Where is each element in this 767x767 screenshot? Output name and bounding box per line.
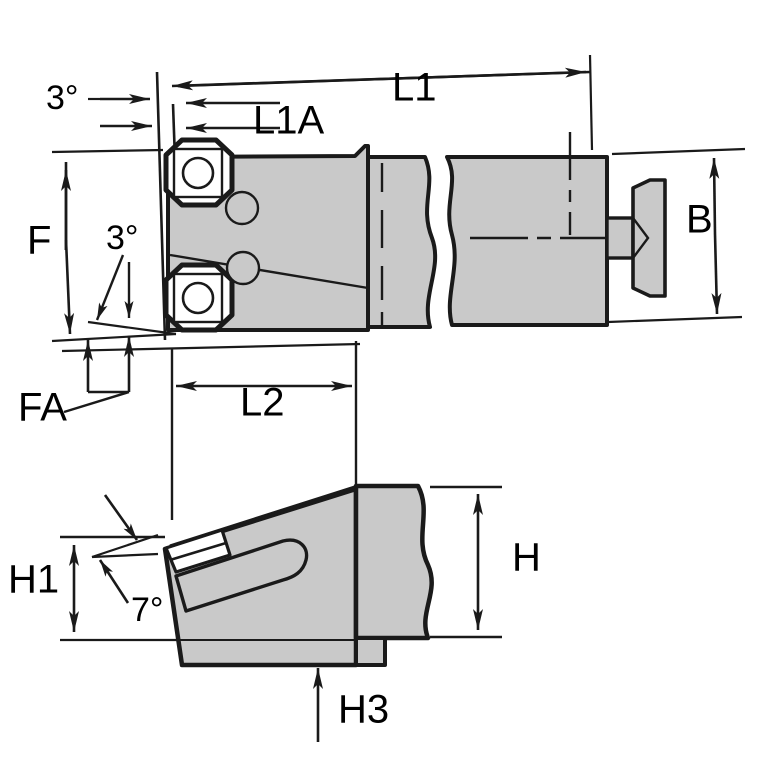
angle-3deg-middle-leaders (87, 254, 177, 336)
angle-7deg-leader-a (103, 494, 139, 541)
shank-right-segment (445, 155, 609, 327)
dimension-B (709, 157, 722, 315)
body-hole-upper (224, 190, 260, 226)
angle-3deg-wedge-upper (87, 320, 177, 336)
label-dim-H: H (512, 536, 541, 580)
side-shank-segment (353, 483, 434, 641)
insert-upper-screw-hole (181, 156, 215, 190)
angle-7deg-leaders (91, 494, 159, 604)
body-hole-lower (225, 250, 261, 286)
label-dim-F: F (27, 219, 51, 263)
top-view-group (51, 54, 746, 520)
witness-f-top (51, 148, 164, 154)
dimension-FA-leader-base (63, 390, 130, 414)
label-dim-L1: L1 (392, 66, 437, 110)
side-shank-step (354, 636, 387, 667)
angle-7deg-wedge-lower (91, 552, 159, 559)
witness-l1-right (588, 54, 594, 151)
label-angle-7-side: 7° (131, 591, 164, 629)
witness-fa-bottom (61, 342, 361, 353)
dimension-FA-leaders (63, 336, 134, 414)
side-view-group (60, 483, 502, 742)
side-insert-seat-divider (169, 541, 227, 562)
clamp-screw-head-chamfer (632, 217, 650, 259)
dimension-L1A (88, 94, 280, 133)
label-dim-H3: H3 (338, 688, 389, 732)
label-dim-B: B (686, 198, 713, 242)
top-view-body (163, 132, 667, 333)
shank-left-segment (366, 155, 438, 329)
dimension-F (61, 162, 75, 335)
angle-7deg-leader-b (98, 559, 130, 604)
label-angle-3-top: 3° (46, 79, 79, 117)
body-taper-line (169, 253, 369, 290)
witness-b-top (611, 147, 746, 156)
label-angle-3-mid: 3° (106, 219, 139, 257)
label-dim-L2: L2 (240, 381, 285, 425)
angle-7deg-wedge-upper (91, 533, 159, 559)
side-body-slot (174, 538, 309, 613)
label-dim-H1: H1 (8, 558, 59, 602)
label-dim-FA: FA (18, 386, 67, 430)
clamp-screw-shaft (605, 216, 635, 260)
witness-b-bottom (607, 315, 743, 324)
side-body-top-edge (169, 484, 359, 548)
side-view-body (60, 483, 434, 668)
angle-3deg-leader-a (95, 254, 125, 321)
drawing-labels: 3° 3° 7° L1 L1A F FA B L2 H H1 H3 (8, 66, 713, 732)
insert-lower-screw-hole (181, 281, 215, 315)
dimension-F-arrow-down (64, 239, 75, 335)
dimension-B-arrow-down (711, 233, 722, 315)
dimension-L1-arrow-right (177, 67, 587, 88)
dimension-L1 (171, 67, 591, 91)
witness-f-bottom (51, 332, 177, 343)
label-dim-L1A: L1A (253, 99, 324, 143)
dimension-B-arrow-up (709, 157, 720, 235)
